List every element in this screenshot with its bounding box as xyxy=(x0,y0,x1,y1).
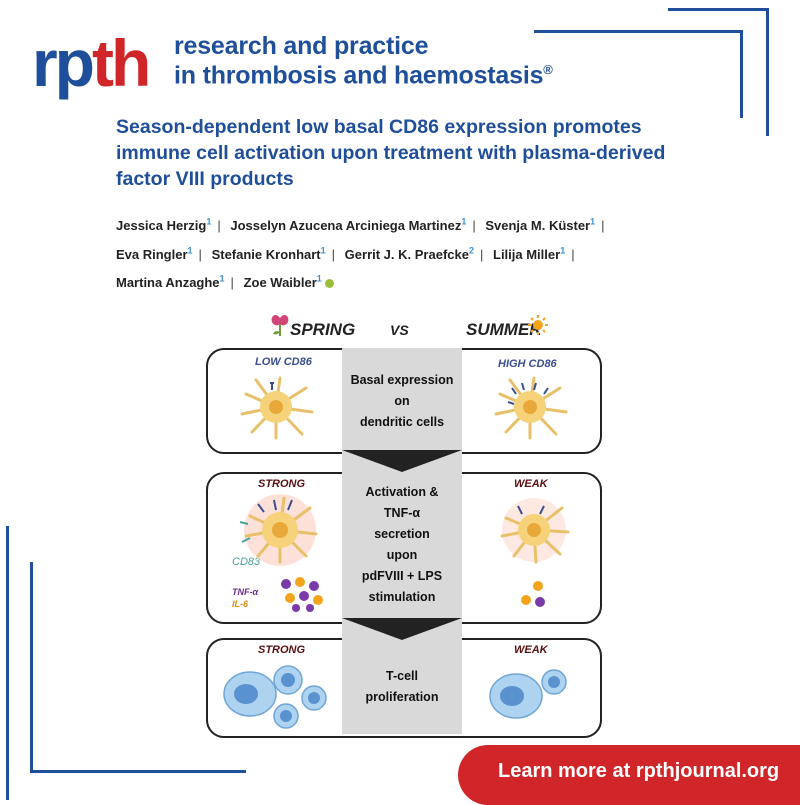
author: Gerrit J. K. Praefcke2 xyxy=(344,245,474,262)
arrow-down-icon-2 xyxy=(342,618,462,640)
author: Zoe Waibler1 xyxy=(243,273,322,290)
author-line-1: Jessica Herzig1| Josselyn Azucena Arcini… xyxy=(116,217,605,234)
logo-rp: rp xyxy=(32,26,95,100)
frame-line-right-top xyxy=(766,8,769,136)
frame-line-right-inner xyxy=(740,30,743,118)
author: Josselyn Azucena Arciniega Martinez1 xyxy=(230,217,467,234)
vs-label: VS xyxy=(390,322,409,338)
spring-label: SPRING xyxy=(290,320,356,339)
row2-strong-label: STRONG xyxy=(258,478,306,490)
dendritic-cell-high xyxy=(494,376,568,440)
learn-more-banner[interactable] xyxy=(458,745,800,805)
row2-weak-label: WEAK xyxy=(514,478,548,490)
summer-label: SUMMER xyxy=(466,320,542,339)
cytokines-weak xyxy=(521,581,545,607)
high-cd86-label: HIGH CD86 xyxy=(498,358,557,370)
title-line-2: immune cell activation upon treatment wi… xyxy=(116,142,666,164)
dendritic-cell-low xyxy=(240,376,314,440)
author: Martina Anzaghe1 xyxy=(116,273,225,290)
frame-line-left-outer xyxy=(6,526,9,800)
registered-mark: ® xyxy=(543,62,553,77)
title-line-3: factor VIII products xyxy=(116,168,294,190)
cd83-label: CD83 xyxy=(232,556,261,568)
summer-sun-icon xyxy=(528,315,548,335)
author-line-3: Martina Anzaghe1| Zoe Waibler1 xyxy=(116,267,716,295)
journal-name: research and practice in thrombosis and … xyxy=(174,32,553,90)
spring-flower-icon xyxy=(271,315,289,336)
orcid-icon[interactable] xyxy=(324,279,334,289)
journal-name-line2: in thrombosis and haemostasis® xyxy=(174,61,553,90)
author-line-2: Eva Ringler1| Stefanie Kronhart1| Gerrit… xyxy=(116,245,575,262)
author: Eva Ringler1 xyxy=(116,245,193,262)
frame-line-left-inner xyxy=(30,562,33,772)
frame-line-bottom-inner xyxy=(30,770,246,773)
author: Svenja M. Küster1 xyxy=(485,217,596,234)
title-line-1: Season-dependent low basal CD86 expressi… xyxy=(116,116,642,138)
tnf-label: TNF-α xyxy=(232,587,259,597)
author: Stefanie Kronhart1 xyxy=(211,245,326,262)
learn-more-link[interactable]: Learn more at rpthjournal.org xyxy=(498,760,780,782)
row3-weak-label: WEAK xyxy=(514,644,548,656)
cytokines-strong xyxy=(281,577,323,612)
logo-th: th xyxy=(92,26,151,100)
arrow-down-icon-1 xyxy=(342,450,462,472)
t-cells-strong xyxy=(223,665,327,729)
journal-name-line1: research and practice xyxy=(174,32,429,60)
activated-cell-strong xyxy=(239,494,318,566)
center-column xyxy=(342,348,462,734)
frame-line-top-inner xyxy=(534,30,742,33)
rpth-logo: rpth xyxy=(32,30,151,96)
t-cells-weak xyxy=(489,669,567,719)
author: Jessica Herzig1 xyxy=(116,217,212,234)
article-title: Season-dependent low basal CD86 expressi… xyxy=(116,114,716,192)
activated-cell-weak xyxy=(500,498,570,564)
il6-label: IL-6 xyxy=(232,599,249,609)
low-cd86-label: LOW CD86 xyxy=(255,356,312,368)
row3-strong-label: STRONG xyxy=(258,644,306,656)
frame-line-top xyxy=(668,8,768,11)
author: Lilija Miller1 xyxy=(493,245,566,262)
author-list: Jessica Herzig1| Josselyn Azucena Arcini… xyxy=(116,210,716,295)
